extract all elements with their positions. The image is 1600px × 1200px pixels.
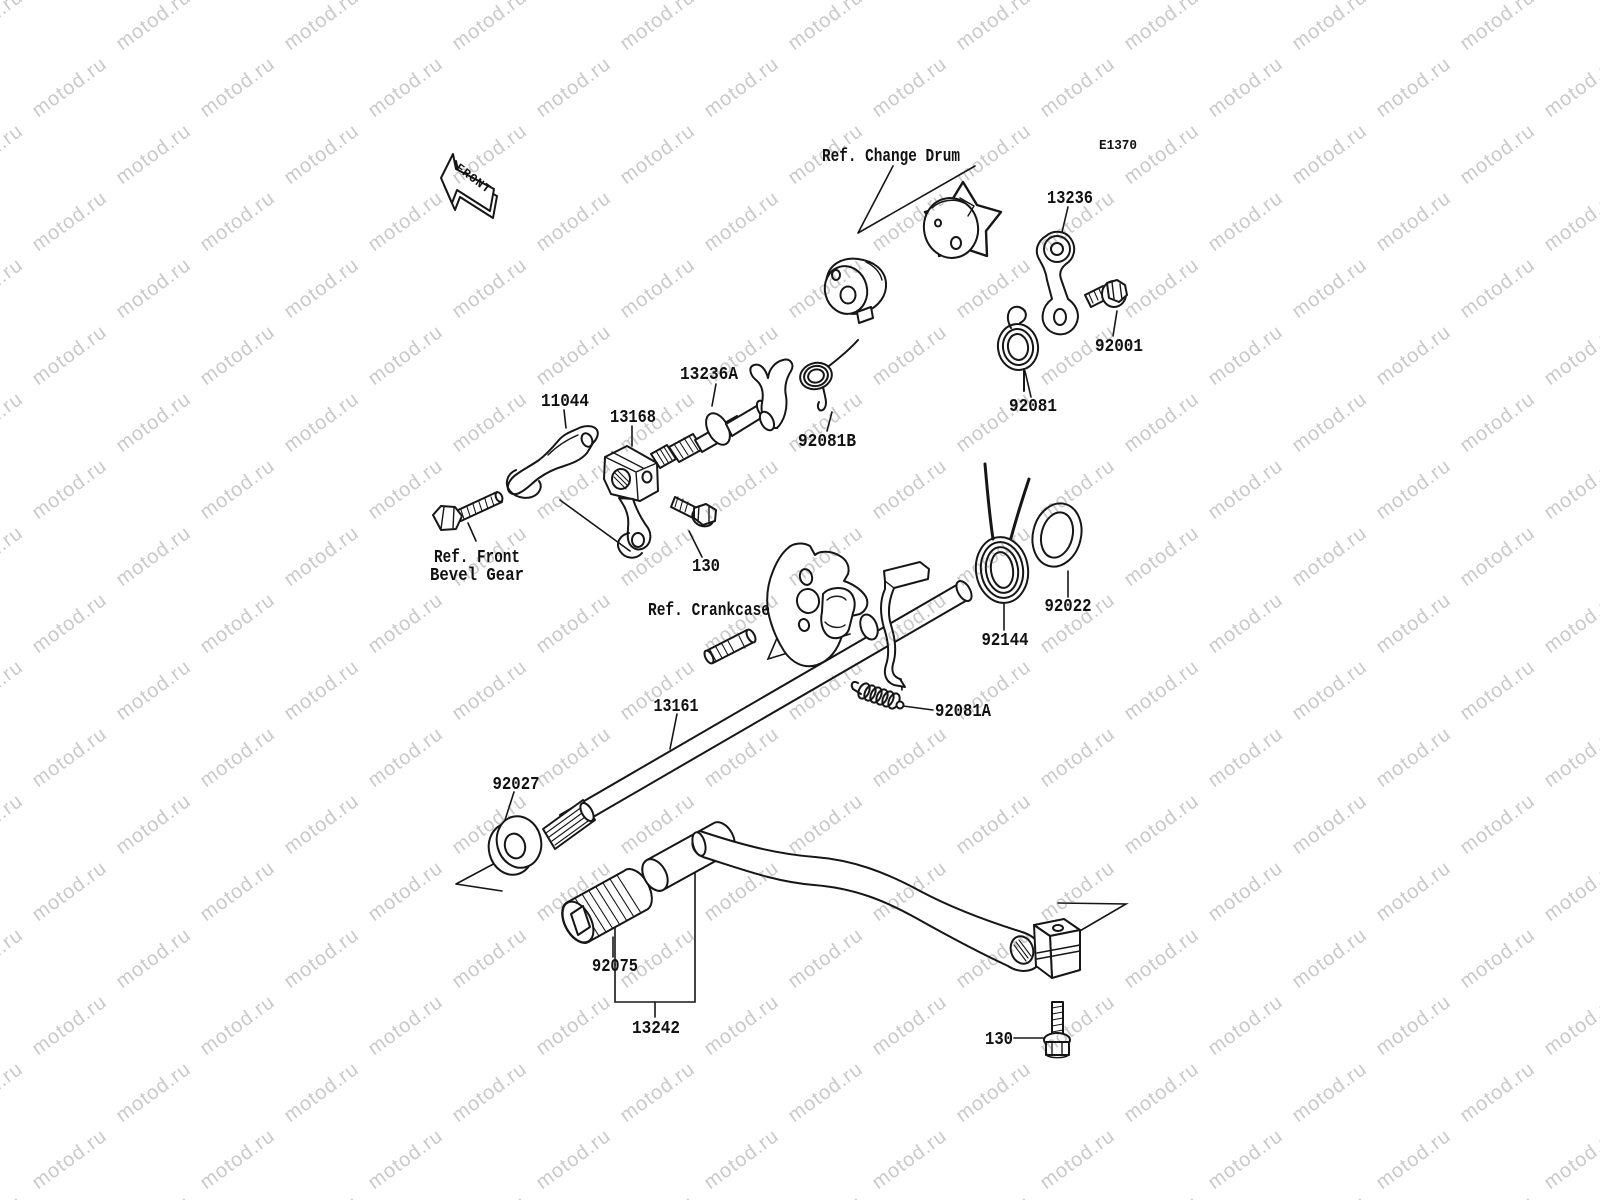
label-92081: 92081 (1009, 397, 1057, 417)
part-holder-13168 (603, 445, 659, 559)
part-stud-crankcase (703, 628, 757, 665)
part-spring-92081b (799, 339, 859, 412)
label-13242: 13242 (632, 1019, 680, 1039)
part-bracket-11044 (505, 425, 599, 499)
label-92075: 92075 (592, 957, 638, 977)
label-92027: 92027 (493, 775, 540, 795)
callout-labels: Ref. Change Drum E1370 13236 92001 92081… (430, 138, 1143, 1050)
label-130-upper: 130 (692, 557, 720, 577)
label-ref-crankcase: Ref. Crankcase (648, 601, 770, 621)
front-arrow (440, 153, 498, 219)
part-bolt-92001 (1084, 279, 1128, 308)
part-pedal-rubber-92075 (561, 868, 653, 944)
part-bolt-130-lower (1043, 1001, 1071, 1059)
label-92081b: 92081B (798, 432, 856, 452)
label-92081a: 92081A (935, 702, 991, 722)
part-ratchet-arm (859, 561, 930, 688)
part-spring-92081 (996, 305, 1040, 392)
part-ring-92022 (1031, 502, 1083, 568)
label-92022: 92022 (1045, 597, 1092, 617)
part-change-lever-13236 (1035, 230, 1079, 336)
label-diagram-code: E1370 (1099, 138, 1137, 154)
part-washer-92027 (487, 815, 543, 876)
label-ref-front-bevel-2: Bevel Gear (430, 566, 524, 586)
part-spring-92144 (974, 462, 1031, 604)
part-crankcase-plate (766, 542, 869, 668)
label-92001: 92001 (1095, 337, 1143, 357)
label-130-lower: 130 (985, 1030, 1013, 1050)
part-pedal-lever-13242 (641, 821, 1081, 979)
part-spring-92081a (850, 680, 905, 710)
label-11044: 11044 (541, 392, 589, 412)
label-92144: 92144 (982, 631, 1029, 651)
part-change-drum-cam (922, 180, 1003, 259)
label-ref-front-bevel-1: Ref. Front (434, 548, 520, 568)
part-bolt-130-upper (670, 496, 717, 528)
label-ref-change-drum: Ref. Change Drum (822, 147, 960, 167)
part-change-drum-disc (823, 257, 888, 324)
label-13161: 13161 (654, 697, 699, 717)
label-13236a: 13236A (680, 365, 738, 385)
label-13168: 13168 (610, 408, 656, 428)
label-13236: 13236 (1047, 189, 1093, 209)
part-bolt-front-bevel (432, 491, 504, 531)
